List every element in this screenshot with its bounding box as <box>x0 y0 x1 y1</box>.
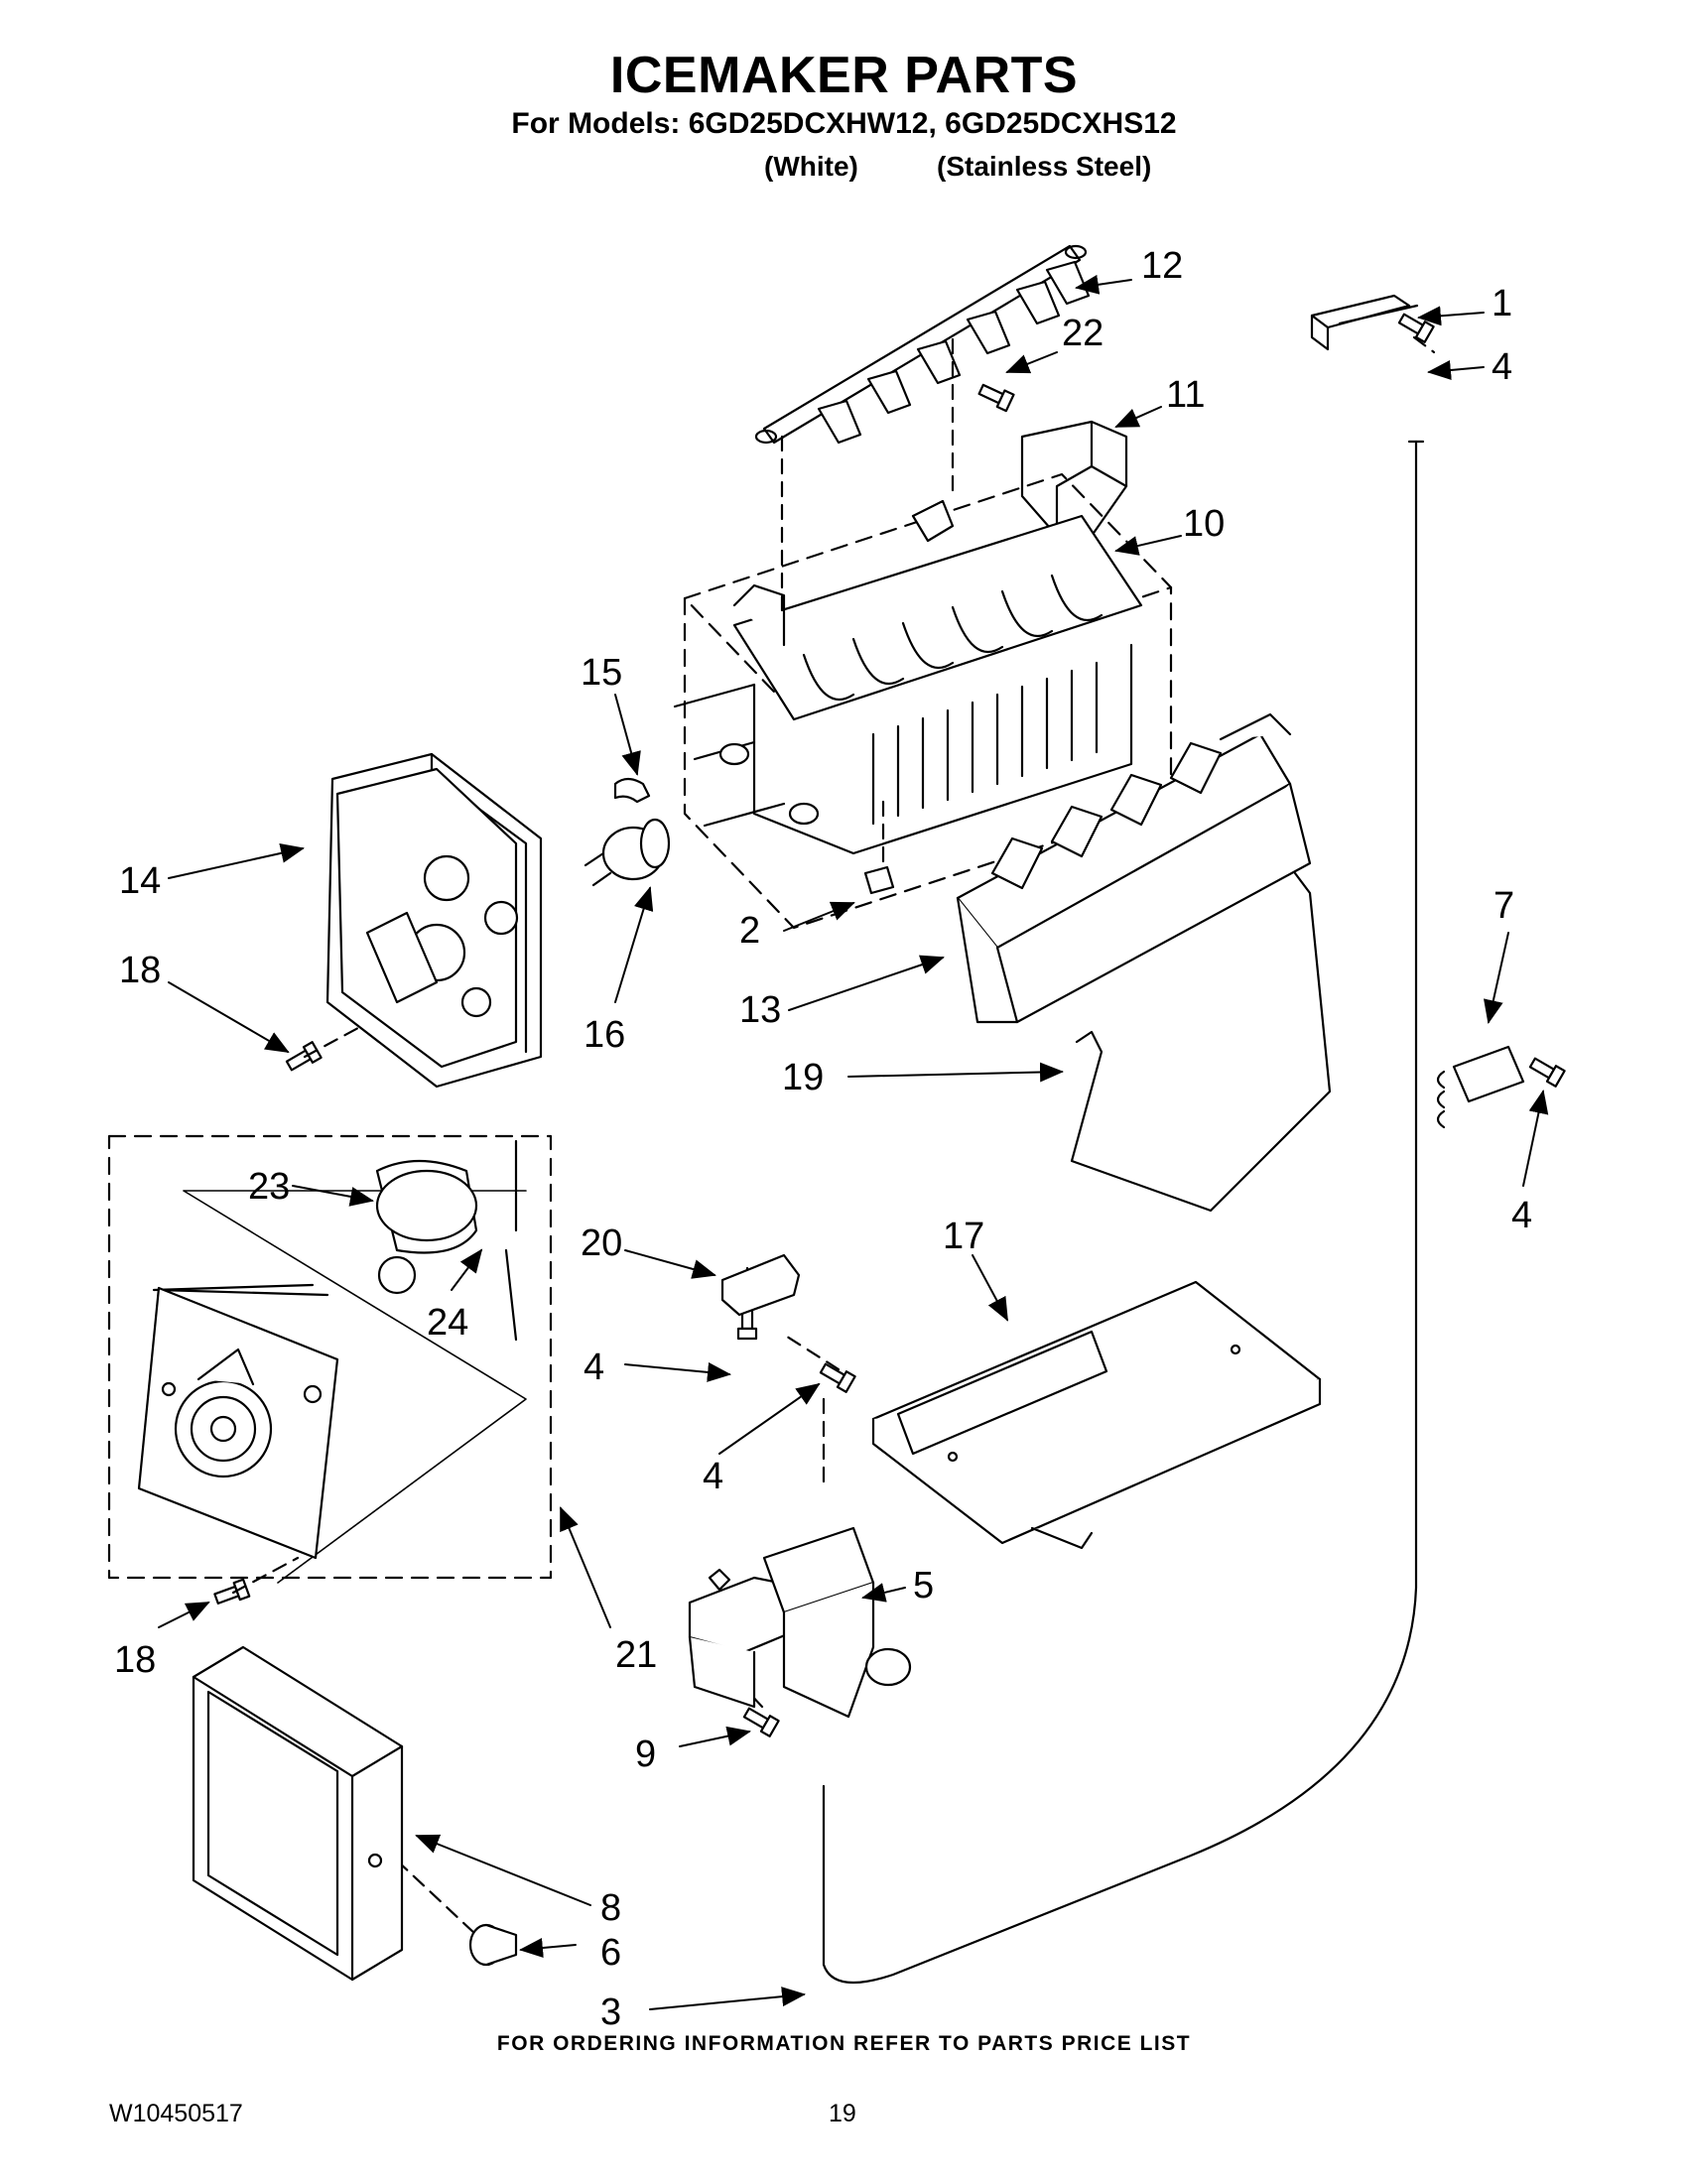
mounting-plate <box>871 1280 1322 1550</box>
callout-12: 12 <box>1141 245 1183 287</box>
cover-part <box>192 1645 404 1982</box>
callout-19: 19 <box>782 1057 824 1098</box>
callout-24: 24 <box>427 1302 468 1344</box>
finish-stainless-label: (Stainless Steel) <box>937 151 1152 182</box>
part-11-cover <box>1020 420 1128 538</box>
callout-11: 11 <box>1166 374 1205 416</box>
screw-icons <box>213 313 1566 1737</box>
callout-9: 9 <box>635 1734 656 1775</box>
callout-13: 13 <box>739 989 781 1031</box>
callout-10: 10 <box>1183 503 1225 545</box>
part-1-bracket <box>1310 294 1419 351</box>
shutoff-arm <box>1070 871 1332 1213</box>
callout-1: 1 <box>1492 283 1512 324</box>
water-tube <box>822 440 1418 1985</box>
callout-21: 21 <box>615 1634 657 1676</box>
callout-23: 23 <box>248 1166 290 1208</box>
callout-15: 15 <box>581 652 622 694</box>
control-housing <box>325 752 543 1089</box>
callout-20: 20 <box>581 1222 622 1264</box>
callout-arrows <box>158 274 1549 2010</box>
ejector-part <box>754 244 1091 445</box>
ordering-note: FOR ORDERING INFORMATION REFER TO PARTS … <box>496 2032 1192 2055</box>
callout-2: 2 <box>739 910 760 952</box>
callout-14: 14 <box>119 860 161 902</box>
callout-4: 4 <box>1492 346 1512 388</box>
callout-5: 5 <box>913 1565 934 1606</box>
plug-part <box>468 1923 518 1967</box>
callout-4d: 4 <box>703 1456 723 1497</box>
callout-8: 8 <box>600 1887 621 1929</box>
callout-6: 6 <box>600 1932 621 1974</box>
part-20 <box>720 1253 801 1317</box>
water-valve <box>688 1526 912 1719</box>
ice-stripper <box>956 712 1312 1024</box>
callout-4b: 4 <box>1511 1195 1532 1236</box>
callout-4c: 4 <box>584 1347 604 1388</box>
callout-22: 22 <box>1062 313 1104 354</box>
callout-labels: 12 1 22 4 11 10 15 14 18 2 16 13 7 19 4 … <box>114 245 1532 2033</box>
motor-part <box>375 1139 518 1342</box>
callout-16: 16 <box>584 1014 625 1056</box>
callout-3: 3 <box>600 1991 621 2033</box>
thermostat-parts <box>584 777 895 895</box>
icemaker-mold <box>673 472 1173 930</box>
models-line: For Models: 6GD25DCXHW12, 6GD25DCXHS12 <box>511 107 1177 140</box>
callout-17: 17 <box>943 1216 984 1257</box>
finish-white-label: (White) <box>764 151 858 182</box>
control-board <box>137 1286 339 1560</box>
callout-18: 18 <box>119 950 161 991</box>
part-7-bracket <box>1436 1045 1525 1129</box>
page-title: ICEMAKER PARTS <box>609 47 1079 104</box>
document-number: W10450517 <box>109 2100 243 2127</box>
callout-18b: 18 <box>114 1639 156 1681</box>
page-number: 19 <box>829 2100 856 2127</box>
callout-7: 7 <box>1493 885 1514 927</box>
